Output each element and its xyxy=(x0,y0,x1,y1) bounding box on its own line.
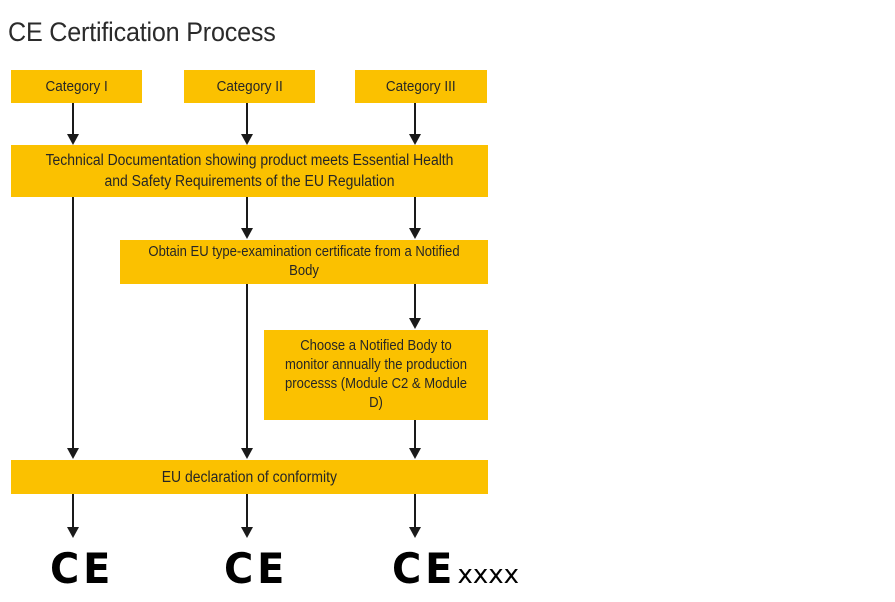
arrow-shaft xyxy=(414,494,416,528)
category-box-1: Category I xyxy=(11,70,142,103)
type-examination-box: Obtain EU type-examination certificate f… xyxy=(120,240,488,284)
category-box-1-label: Category I xyxy=(45,78,108,95)
arrow-head-icon xyxy=(241,228,253,239)
declaration-of-conformity-label: EU declaration of conformity xyxy=(161,468,338,486)
arrow-head-icon xyxy=(67,134,79,145)
category-box-2-label: Category II xyxy=(216,78,283,95)
arrow-head-icon xyxy=(409,134,421,145)
declaration-of-conformity-box: EU declaration of conformity xyxy=(11,460,488,494)
arrow-shaft xyxy=(414,284,416,319)
arrow-shaft xyxy=(414,197,416,229)
notified-body-monitoring-box: Choose a Notified Body to monitor annual… xyxy=(264,330,488,420)
category-box-2: Category II xyxy=(184,70,315,103)
ce-mark-2: CE xyxy=(224,548,290,590)
ce-mark-3-glyphs: CE xyxy=(392,544,457,593)
page-title: CE Certification Process xyxy=(8,17,276,47)
arrow-shaft xyxy=(246,494,248,528)
arrow-shaft xyxy=(72,494,74,528)
technical-documentation-box: Technical Documentation showing product … xyxy=(11,145,488,197)
arrow-shaft xyxy=(72,197,74,449)
arrow-shaft xyxy=(246,284,248,449)
category-box-3: Category III xyxy=(355,70,487,103)
ce-mark-3: CE xxxx xyxy=(392,548,519,590)
arrow-head-icon xyxy=(409,448,421,459)
type-examination-label: Obtain EU type-examination certificate f… xyxy=(148,244,460,279)
category-box-3-label: Category III xyxy=(386,78,456,95)
arrow-head-icon xyxy=(409,318,421,329)
notified-body-monitoring-label: Choose a Notified Body to monitor annual… xyxy=(284,338,468,411)
ce-mark-1: CE xyxy=(50,548,116,590)
arrow-head-icon xyxy=(241,448,253,459)
technical-documentation-label: Technical Documentation showing product … xyxy=(45,152,454,190)
arrow-shaft xyxy=(72,103,74,135)
arrow-shaft xyxy=(246,197,248,229)
arrow-shaft xyxy=(246,103,248,135)
arrow-shaft xyxy=(414,103,416,135)
arrow-head-icon xyxy=(409,228,421,239)
ce-mark-2-glyphs: CE xyxy=(224,544,289,593)
arrow-head-icon xyxy=(67,527,79,538)
arrow-head-icon xyxy=(67,448,79,459)
ce-mark-3-notified-body-number: xxxx xyxy=(457,560,520,590)
arrow-head-icon xyxy=(409,527,421,538)
arrow-head-icon xyxy=(241,527,253,538)
arrow-head-icon xyxy=(241,134,253,145)
arrow-shaft xyxy=(414,420,416,449)
ce-mark-1-glyphs: CE xyxy=(50,544,115,593)
